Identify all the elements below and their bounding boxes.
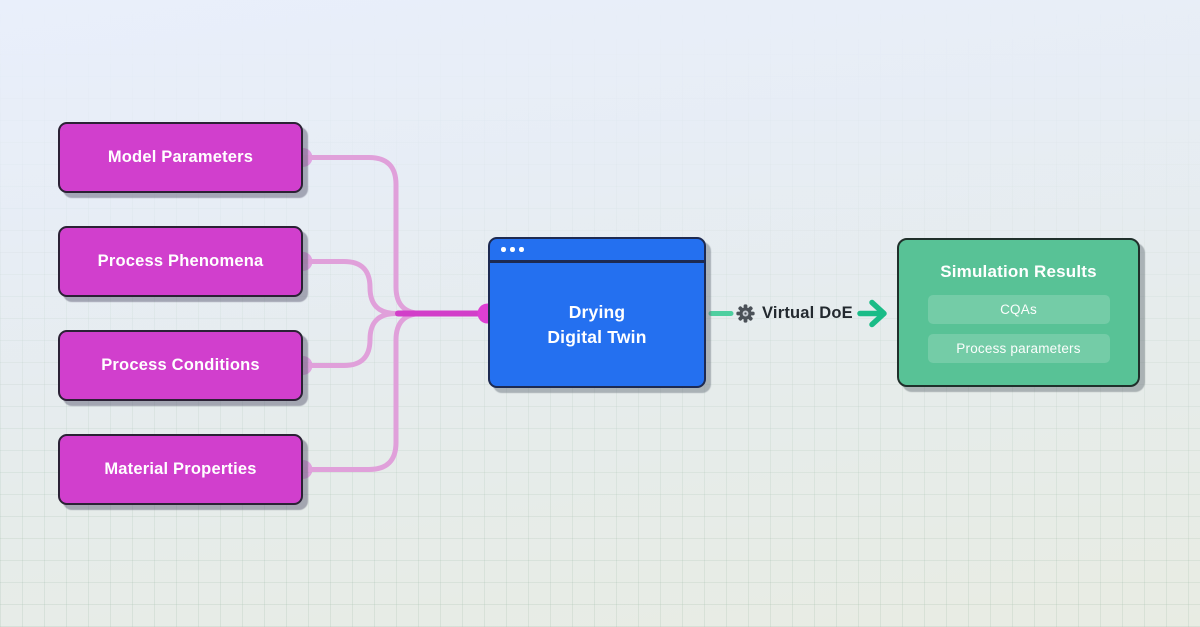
node-label-line1: Drying: [568, 301, 626, 322]
node-label: Model Parameters: [107, 148, 254, 166]
window-titlebar: [490, 239, 704, 263]
node-process-conditions: Process Conditions: [58, 330, 303, 401]
node-label-line2: Digital Twin: [547, 326, 647, 347]
node-material-properties: Material Properties: [58, 434, 303, 505]
result-item-process-parameters: Process parameters: [927, 334, 1110, 363]
node-simulation-results: Simulation Results CQAs Process paramete…: [897, 238, 1140, 387]
node-model-parameters: Model Parameters: [58, 122, 303, 193]
node-label: Material Properties: [104, 460, 257, 478]
window-dot-icon: [510, 247, 515, 252]
window-dot-icon: [519, 247, 524, 252]
node-body: Drying Digital Twin: [490, 263, 704, 386]
window-dot-icon: [501, 247, 506, 252]
gear-icon: [736, 304, 755, 323]
node-label: Process Phenomena: [97, 252, 264, 270]
node-label: Process Conditions: [101, 356, 260, 374]
node-drying-digital-twin: Drying Digital Twin: [488, 237, 706, 388]
edge-label-virtual-doe: Virtual DoE: [736, 300, 853, 327]
result-item-cqas: CQAs: [927, 295, 1110, 324]
edge-label-text: Virtual DoE: [762, 304, 853, 322]
results-title: Simulation Results: [940, 262, 1097, 281]
node-process-phenomena: Process Phenomena: [58, 226, 303, 297]
result-item-label: Process parameters: [956, 341, 1081, 356]
result-item-label: CQAs: [1000, 302, 1037, 317]
